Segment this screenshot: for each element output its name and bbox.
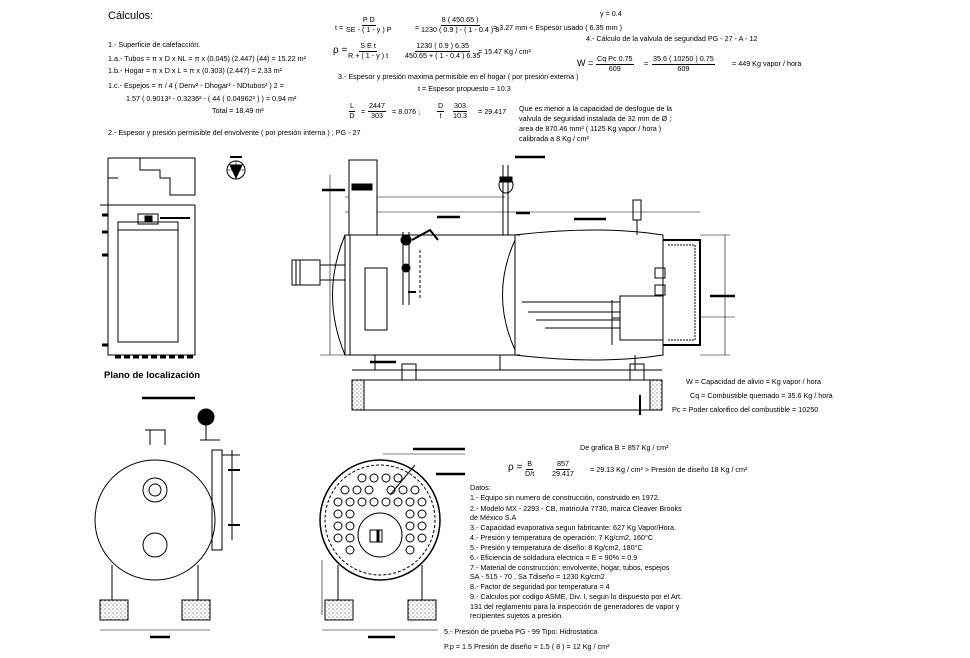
legend-w: W = Capacidad de alivio = Kg vapor / hor… [686, 377, 822, 386]
ld-num: L [349, 101, 355, 112]
graph-num-2: 857 [555, 459, 570, 470]
dt-den-2: 10.3 [453, 110, 467, 120]
calc-s1: 1.- Superficie de calefacción. [108, 40, 201, 49]
calc-s3: 3.- Espesor y presión maxima permisible … [338, 72, 579, 81]
note-line-2: valvula de seguridad instalada de 32 mm … [519, 114, 672, 123]
rho-num-1: S E t [359, 41, 377, 52]
y-value: y = 0.4 [600, 9, 622, 18]
datos-item: 1.- Equipo sin numero de construcción, c… [470, 493, 660, 502]
t-num-1: P D [361, 15, 376, 26]
plano-label: Plano de localización [104, 370, 201, 381]
calc-total: Total = 18.49 m² [212, 106, 264, 115]
ld-result: = 8.076 ; [392, 107, 421, 116]
dt-num: D [437, 101, 445, 112]
graph-rho: ρ = [508, 462, 523, 473]
graph-den: D/t [525, 468, 535, 478]
datos-item: 6.- Eficiencia de soldadura electrica = … [470, 553, 638, 562]
ld-eq: = [361, 107, 366, 116]
ld-frac-2: 2447 303 [368, 101, 386, 120]
boiler-side-view [291, 155, 735, 415]
note-line-3: area de 870.46 mm² ( 1125 Kg vapor / hor… [519, 124, 662, 133]
calc-s4: 4.- Cálculo de la valvula de seguridad P… [586, 34, 758, 43]
datos-item: de México S.A [470, 513, 517, 522]
calc-title: Cálculos: [108, 10, 154, 22]
t-lhs: t = [335, 23, 344, 32]
graph-frac-1: B D/t [525, 459, 535, 478]
rho-den-1: R + ( 1 - y ) t [348, 50, 389, 60]
datos-item: 2.- Modelo MX - 2293 - CB, matricula 773… [470, 504, 682, 513]
ld-num-2: 2447 [368, 101, 386, 112]
calc-s1a: 1.a.- Tubos = π x D x NL = π x (0.045) (… [108, 54, 307, 63]
dt-num-2: 303 [453, 101, 467, 112]
datos-pp: P.p = 1.5 Presión de diseño = 1.5 ( 8 ) … [444, 642, 610, 651]
note-line-4: calibrada a 8 Kg / cm² [519, 134, 589, 143]
graph-frac-2: 857 29.417 [552, 459, 574, 478]
datos-item: 3.- Capacidad evaporativa segun fabrican… [470, 523, 677, 532]
north-arrow-icon [226, 156, 246, 180]
t-frac-1: P D SE - ( 1 - y ) P [346, 15, 392, 34]
datos-item: 4.- Presión y temperatura de operación: … [470, 533, 654, 542]
graph-result: = 29.13 Kg / cm² > Presión de diseño 18 … [590, 465, 748, 474]
calc-s3t: t = Espesor propuesto = 10.3 [418, 84, 511, 93]
w-num-1: Cq Pc 0.75 [596, 54, 634, 65]
ld-frac-1: L D [349, 101, 355, 120]
graph-num: B [526, 459, 533, 470]
legend-pc: Pc = Poder calorifico del combustible = … [672, 405, 819, 414]
datos-s5: 5.- Presión de prueba PG - 99 Tipo: Hidr… [444, 627, 598, 636]
w-num-2: 35.6 ( 10250 ) 0.75 [652, 54, 715, 65]
w-frac-2: 35.6 ( 10250 ) 0.75 609 [652, 54, 715, 73]
datos-item: 8.- Factor de seguridad por temperatura … [470, 582, 610, 591]
graph-b: De grafica B = 857 Kg / cm² [580, 443, 669, 452]
tube-sheet-view [319, 447, 465, 639]
w-result: = 449 Kg vapor / hora [732, 59, 802, 68]
rho-result: = 15.47 Kg / cm² [478, 47, 531, 56]
graph-den-2: 29.417 [552, 468, 574, 478]
tube-holes [333, 473, 427, 555]
w-eq: = [644, 59, 649, 68]
rho-den-2: 450.65 + ( 1 - 0.4 ) 6.35 [405, 50, 481, 60]
t-eq: = [415, 23, 420, 32]
datos-title: Datos: [470, 483, 491, 492]
calc-s2: 2.- Espesor y presión permisible del env… [108, 128, 361, 137]
note-line-1: Que es menor a la capacidad de desfogue … [519, 104, 673, 113]
boiler-front-view [94, 396, 240, 639]
calc-s1b: 1.b.- Hogar = π x D x L = π x (0.303) (2… [108, 66, 283, 75]
t-den-2: 1230 ( 0.9 ) - ( 1 - 0.4 ) 8 [421, 24, 500, 34]
datos-item: 131 del reglamento para la inspección de… [470, 602, 680, 611]
rho-num-2: 1230 ( 0.9 ) 6.35 [415, 41, 471, 52]
t-result: = 3.27 mm < Espesor usado ( 6.35 mm ) [493, 23, 623, 32]
w-frac-1: Cq Pc 0.75 609 [596, 54, 634, 73]
calc-s1c: 1.c.- Espejos = π / 4 ( Denv² - Dhogar² … [108, 81, 284, 90]
t-den-1: SE - ( 1 - y ) P [346, 24, 392, 34]
t-num-2: 8 ( 450.65 ) [440, 15, 480, 26]
datos-item: 5.- Presión y temperatura de diseño: 8 K… [470, 543, 643, 552]
location-plan [100, 157, 196, 359]
datos-item: SA - 515 - 70 , Sa Tdiseño = 1230 Kg/cm2 [470, 572, 605, 581]
datos-item: recipientes sujetos a presión. [470, 611, 564, 620]
legend-cq: Cq = Combustible quemado = 35.6 Kg / hor… [690, 391, 833, 400]
rho-frac-2: 1230 ( 0.9 ) 6.35 450.65 + ( 1 - 0.4 ) 6… [405, 41, 481, 60]
w-den-2: 609 [677, 63, 690, 73]
rho-frac-1: S E t R + ( 1 - y ) t [348, 41, 389, 60]
w-den-1: 609 [608, 63, 621, 73]
datos-item: 9.- Calculos por codigo ASME, Div. I, se… [470, 592, 683, 601]
dt-frac-2: 303 10.3 [453, 101, 467, 120]
ld-den: D [349, 110, 355, 120]
w-lhs: W = [577, 58, 594, 68]
datos-item: 7.- Material de construcción: envolvente… [470, 563, 670, 572]
dt-result: = 29.417 [478, 107, 507, 116]
t-frac-2: 8 ( 450.65 ) 1230 ( 0.9 ) - ( 1 - 0.4 ) … [421, 15, 500, 34]
dt-frac-1: D t [437, 101, 445, 120]
rho-lhs: ρ = [333, 45, 348, 56]
calc-s1c2: 1.57 ( 0.9013² - 0.3236² - ( 44 ( 0.0496… [126, 94, 297, 103]
dt-den: t [439, 110, 442, 120]
ld-den-2: 303 [371, 110, 383, 120]
